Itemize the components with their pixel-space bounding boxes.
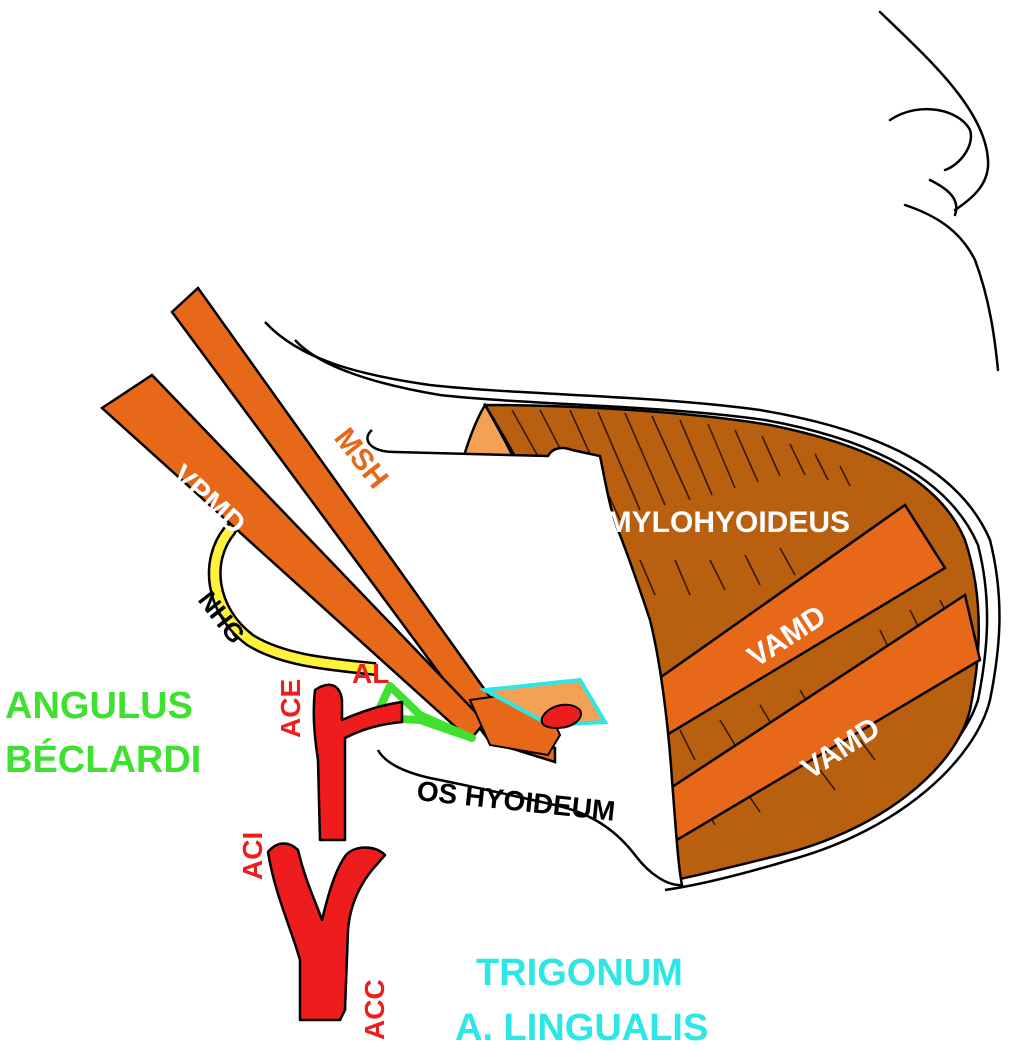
label-trigonum-line2: A. LINGUALIS — [455, 1007, 708, 1049]
label-acc: ACC — [359, 979, 390, 1040]
label-trigonum-line1: TRIGONUM — [476, 952, 683, 994]
label-mylohyoideus: M. MYLOHYOIDEUS — [565, 506, 850, 539]
label-angulus-line2: BÉCLARDI — [5, 737, 201, 781]
label-ace: ACE — [275, 679, 306, 738]
label-al: AL — [352, 658, 389, 689]
label-aci: ACI — [237, 832, 268, 880]
label-mhg: MHG — [462, 576, 537, 612]
face-outline — [880, 12, 998, 370]
label-angulus-line1: ANGULUS — [5, 685, 193, 727]
